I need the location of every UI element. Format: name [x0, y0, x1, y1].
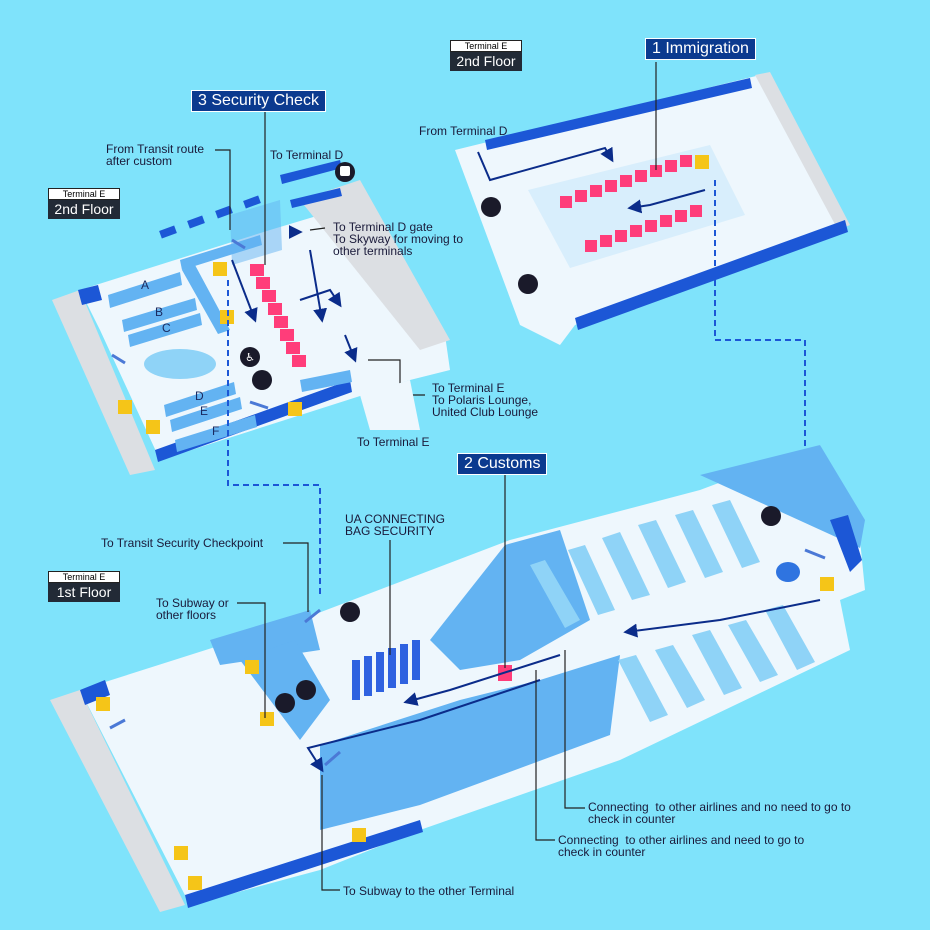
restroom-icon	[252, 370, 272, 390]
counter-letter-d: D	[195, 389, 204, 403]
counter-row-a	[108, 272, 182, 308]
restroom-icon	[761, 506, 781, 526]
floor-tag-terminal: Terminal E	[48, 188, 120, 200]
label-from-terminal-d: From Terminal D	[419, 124, 508, 138]
elevator-icon	[118, 262, 302, 434]
train-icon	[335, 162, 355, 182]
counter-row-e	[170, 397, 242, 432]
floor-tag-immigration: Terminal E 2nd Floor	[450, 40, 522, 71]
label-connecting-checkin: Connecting to other airlines and need to…	[558, 833, 805, 859]
label-to-terminal-d-gate: To Terminal D gate To Skyway for moving …	[333, 220, 464, 258]
label-to-terminal-d: To Terminal D	[270, 148, 344, 162]
svg-text:♿: ♿	[245, 351, 255, 364]
floor-tag-terminal: Terminal E	[450, 40, 522, 52]
restroom-icon	[340, 602, 360, 622]
escalator-icon	[109, 548, 826, 767]
counter-letter-c: C	[162, 321, 171, 335]
counter-row-f	[175, 415, 257, 452]
floor-tag-terminal: Terminal E	[48, 571, 120, 583]
restroom-icon	[296, 680, 316, 700]
floor-tag-floor: 1st Floor	[48, 583, 120, 602]
floor-tag-security: Terminal E 2nd Floor	[48, 188, 120, 219]
escalator-icon	[111, 238, 269, 410]
immigration-booths	[560, 155, 702, 252]
floor-tag-floor: 2nd Floor	[48, 200, 120, 219]
counter-letter-a: A	[141, 278, 150, 292]
wheelchair-icon: ♿	[240, 347, 260, 367]
restroom-icon	[481, 197, 501, 217]
restroom-icon	[275, 693, 295, 713]
counter-row-c	[128, 313, 202, 347]
label-to-transit-security: To Transit Security Checkpoint	[101, 536, 264, 550]
elevator-icon	[96, 577, 834, 890]
label-to-subway-terminal: To Subway to the other Terminal	[343, 884, 515, 898]
counter-letter-f: F	[212, 424, 220, 438]
counter-letter-e: E	[200, 404, 209, 418]
counter-row-b	[122, 298, 197, 332]
security-floor-area: ♿	[52, 112, 450, 475]
first-floor-area	[50, 445, 865, 912]
restroom-icon	[518, 274, 538, 294]
label-from-transit: From Transit route after custom	[106, 142, 205, 168]
floor-tag-first-floor: Terminal E 1st Floor	[48, 571, 120, 602]
floor-tag-floor: 2nd Floor	[450, 52, 522, 71]
label-connecting-no-checkin: Connecting to other airlines and no need…	[588, 800, 851, 826]
step-security: 3 Security Check	[191, 90, 326, 112]
counter-letter-b: B	[155, 305, 164, 319]
checkin-counters	[530, 500, 815, 722]
label-to-subway-floors: To Subway or other floors	[156, 596, 229, 622]
step-customs: 2 Customs	[457, 453, 548, 475]
counter-row-d	[164, 382, 236, 417]
label-to-terminal-e-lounge: To Terminal E To Polaris Lounge, United …	[432, 381, 539, 419]
security-lanes	[250, 264, 306, 367]
elevator-icon	[695, 155, 709, 169]
bag-security-lanes	[352, 640, 420, 700]
immigration-floor-area	[455, 62, 850, 345]
label-to-terminal-e: To Terminal E	[357, 435, 430, 449]
label-ua-bag-security: UA CONNECTING BAG SECURITY	[345, 512, 446, 538]
step-immigration: 1 Immigration	[645, 38, 756, 60]
